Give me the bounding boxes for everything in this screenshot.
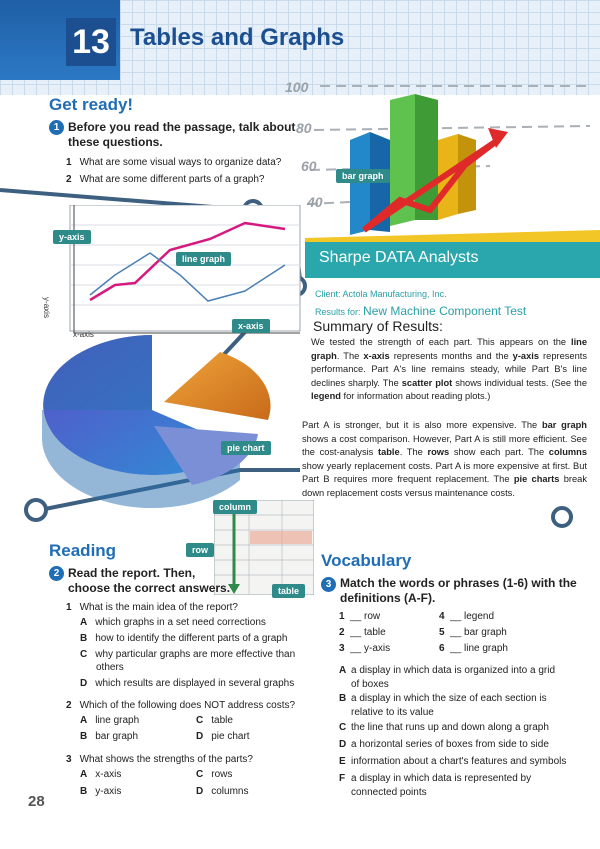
- report-summary-title: Summary of Results:: [313, 318, 443, 334]
- line-graph-illustration: [69, 205, 301, 334]
- exercise-instruction: Match the words or phrases (1-6) with th…: [340, 576, 577, 605]
- line-graph-tag: line graph: [176, 252, 232, 266]
- exercise-number: 1: [49, 120, 64, 135]
- pie-chart-tag: pie chart: [221, 441, 271, 455]
- get-ready-heading: Get ready!: [49, 95, 134, 114]
- vocab-word[interactable]: 6 __ line graph: [439, 643, 508, 654]
- scale-label: 40: [307, 194, 323, 210]
- vocab-word[interactable]: 5 __ bar graph: [439, 627, 507, 638]
- report-paragraph-2: Part A is stronger, but it is also more …: [302, 420, 588, 498]
- row-tag: row: [186, 543, 215, 557]
- y-axis-tag: y-axis: [53, 230, 91, 244]
- exercise-number: 3: [321, 577, 336, 592]
- unit-title: Tables and Graphs: [130, 24, 345, 51]
- scale-label: 80: [296, 120, 312, 136]
- column-tag: column: [213, 500, 258, 514]
- exercise-number: 2: [49, 566, 64, 581]
- report-banner: Sharpe DATA Analysts: [305, 242, 600, 278]
- exercise-instruction: Read the report. Then, choose the correc…: [68, 566, 231, 595]
- reading-heading: Reading: [49, 541, 117, 560]
- unit-number: 13: [66, 18, 116, 66]
- vocab-word[interactable]: 3 __ y-axis: [339, 643, 391, 654]
- x-axis-tag: x-axis: [232, 319, 270, 333]
- x-axis-small-label: x-axis: [73, 330, 94, 339]
- exercise-instruction: Before you read the passage, talk about …: [68, 120, 296, 149]
- vocab-word[interactable]: 2 __ table: [339, 627, 386, 638]
- vocabulary-heading: Vocabulary: [321, 551, 412, 570]
- answer-option-continuation: others: [96, 662, 124, 673]
- report-results-for: Results for: New Machine Component Test: [315, 304, 527, 318]
- bar-graph-tag: bar graph: [336, 169, 390, 183]
- report-client: Client: Actola Manufacturing, Inc.: [315, 289, 447, 299]
- bar-graph-illustration: [307, 85, 591, 235]
- table-tag: table: [272, 584, 306, 598]
- table-illustration: [214, 500, 314, 595]
- y-axis-small-label: y-axis: [41, 297, 51, 318]
- scale-label: 60: [301, 158, 317, 174]
- vocab-word[interactable]: 1 __ row: [339, 611, 381, 622]
- page-number: 28: [28, 793, 45, 810]
- report-company: Sharpe DATA Analysts: [319, 249, 479, 266]
- connector-node: [24, 498, 48, 522]
- scale-label: 100: [285, 79, 309, 95]
- connector-node: [551, 506, 573, 528]
- pie-chart-illustration: [42, 335, 271, 509]
- vocab-word[interactable]: 4 __ legend: [439, 611, 495, 622]
- report-paragraph-1: We tested the strength of each part. Thi…: [311, 337, 587, 402]
